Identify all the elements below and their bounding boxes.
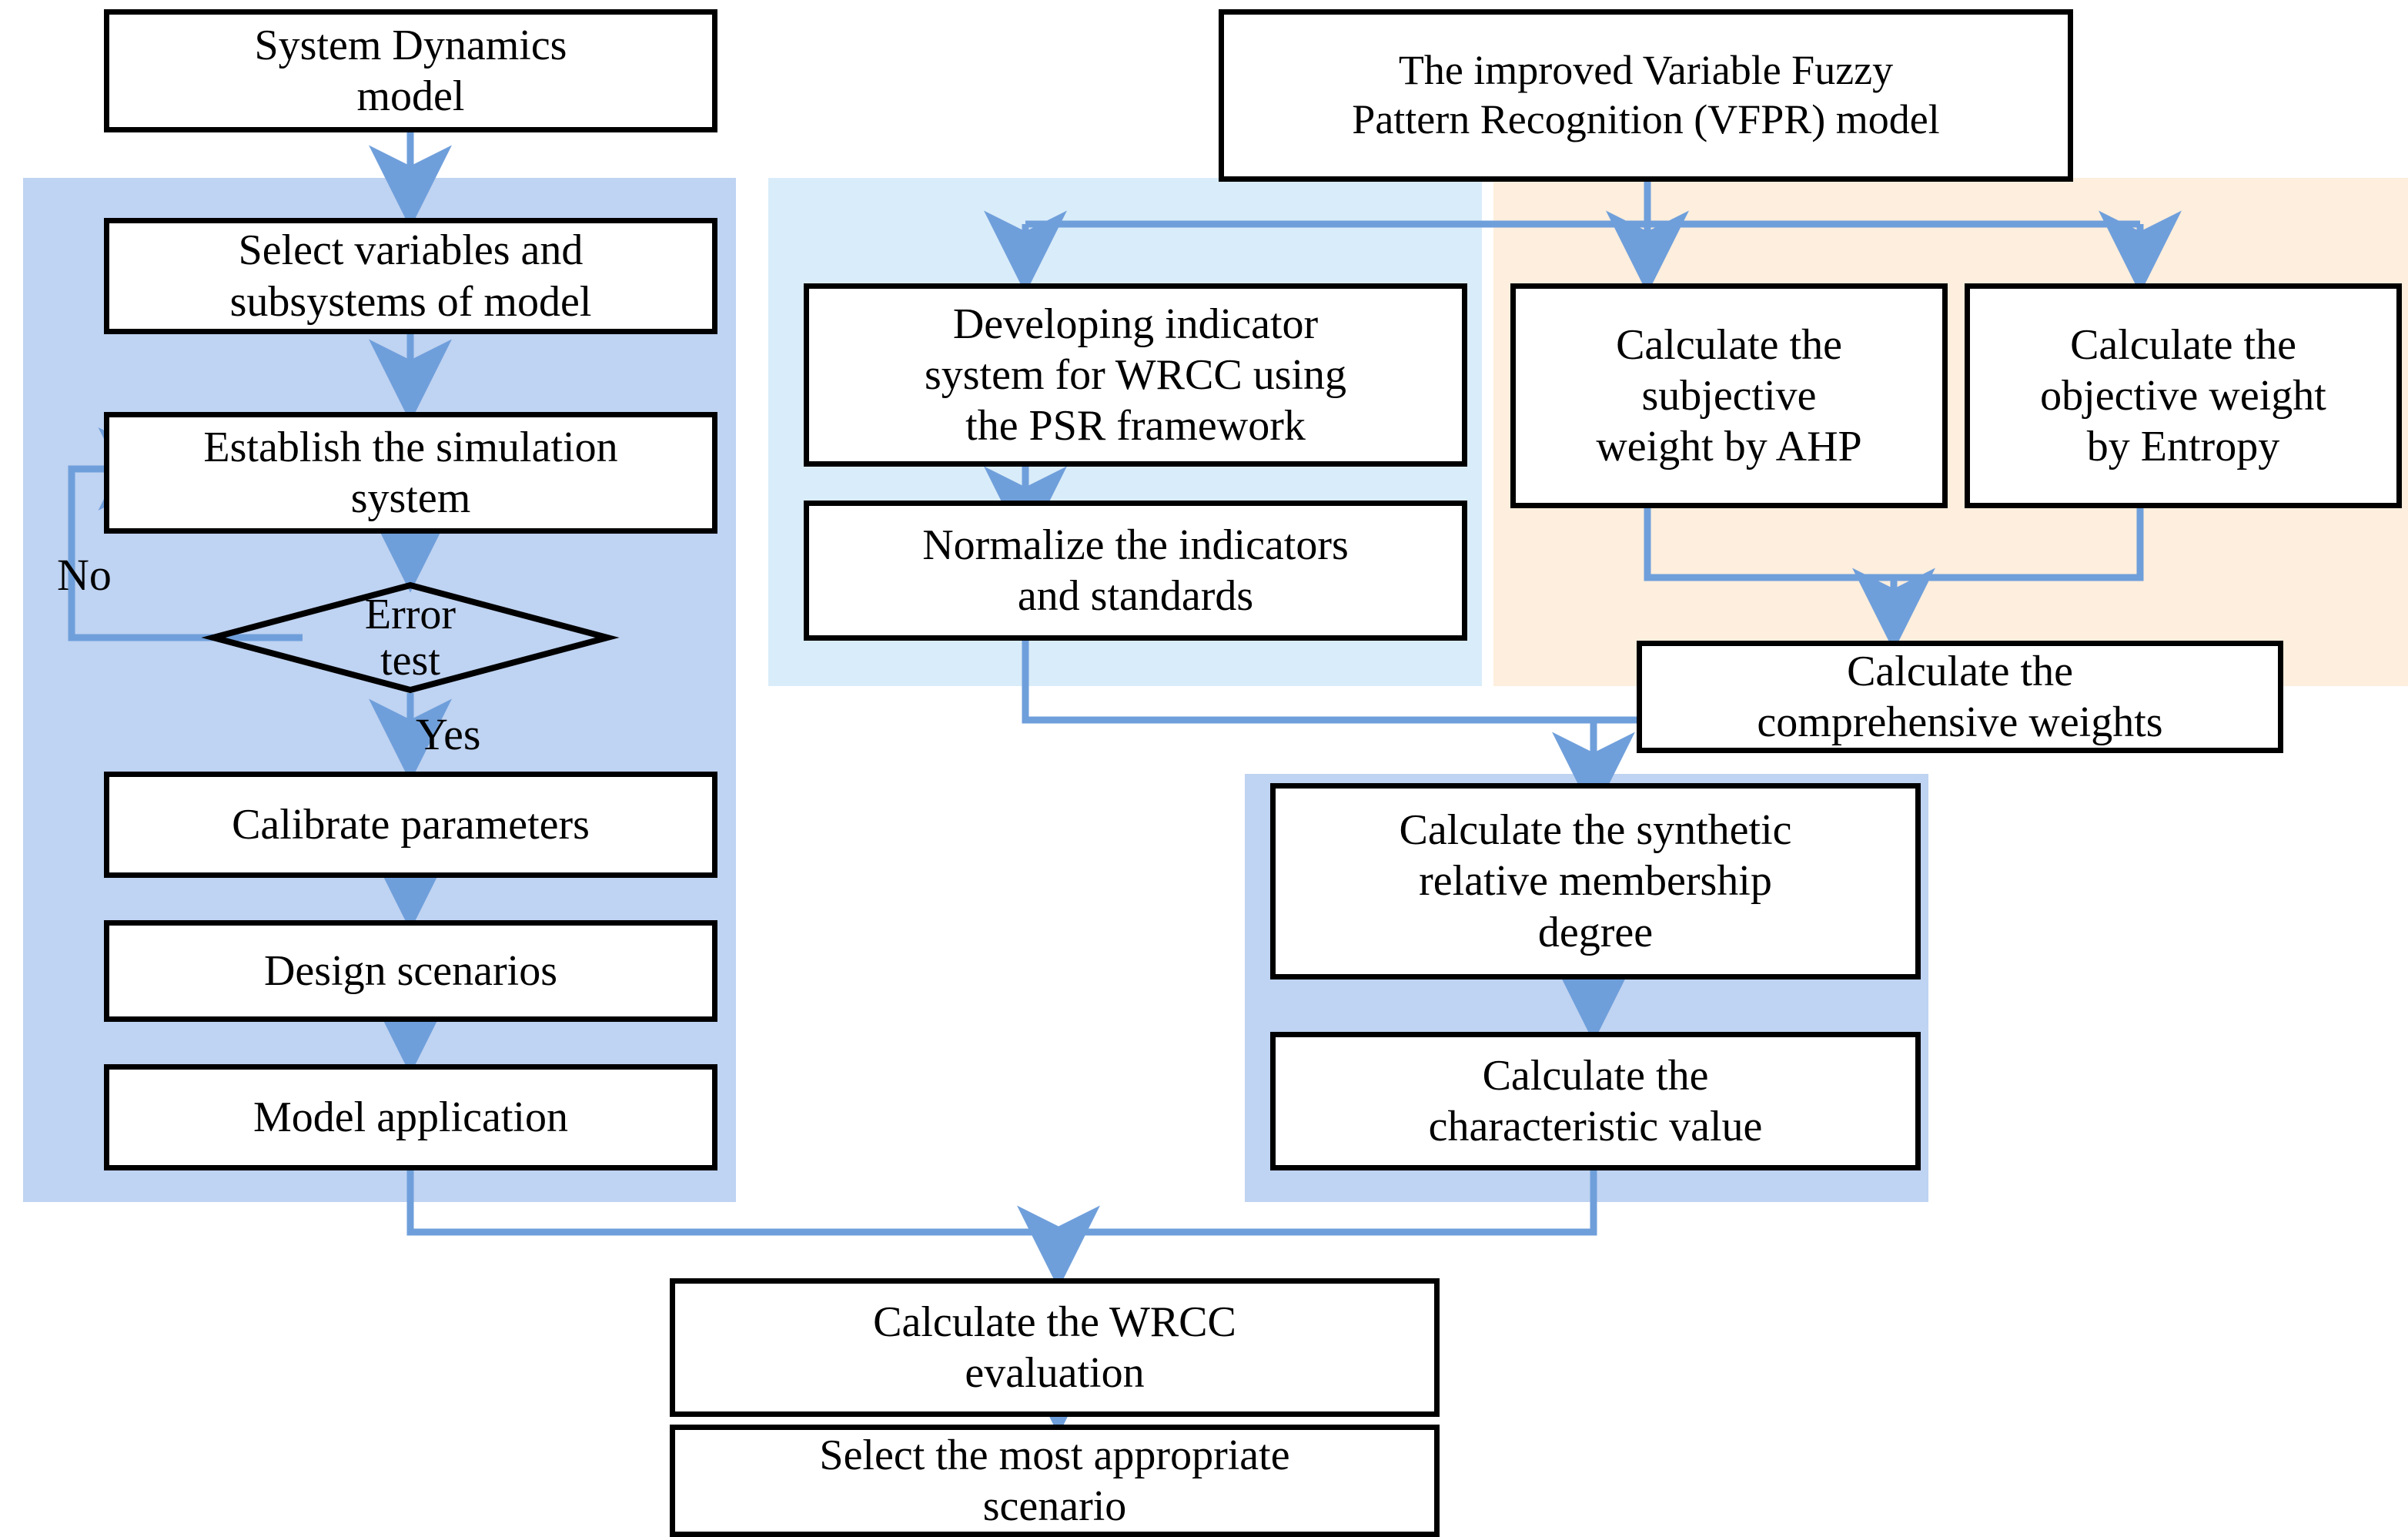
- node-calculate-wrcc-evaluation[interactable]: Calculate the WRCC evaluation: [670, 1278, 1440, 1417]
- node-characteristic-value[interactable]: Calculate the characteristic value: [1270, 1032, 1921, 1170]
- node-select-most-appropriate-scenario[interactable]: Select the most appropriate scenario: [670, 1425, 1440, 1537]
- node-synthetic-relative-membership-degree[interactable]: Calculate the synthetic relative members…: [1270, 783, 1921, 979]
- branch-label-yes: Yes: [416, 709, 481, 759]
- branch-label-no: No: [57, 550, 112, 600]
- edge-bottom-bus: [406, 1170, 1597, 1236]
- node-design-scenarios[interactable]: Design scenarios: [104, 920, 717, 1022]
- node-vfpr-model[interactable]: The improved Variable Fuzzy Pattern Reco…: [1219, 9, 2073, 182]
- node-calculate-comprehensive-weights[interactable]: Calculate the comprehensive weights: [1637, 641, 2283, 753]
- node-calculate-objective-weight[interactable]: Calculate the objective weight by Entrop…: [1965, 283, 2402, 508]
- node-normalize-indicators[interactable]: Normalize the indicators and standards: [804, 501, 1467, 641]
- node-calculate-subjective-weight[interactable]: Calculate the subjective weight by AHP: [1510, 283, 1948, 508]
- node-establish-simulation-system[interactable]: Establish the simulation system: [104, 412, 717, 534]
- node-calibrate-parameters[interactable]: Calibrate parameters: [104, 772, 717, 878]
- node-model-application[interactable]: Model application: [104, 1064, 717, 1170]
- node-developing-indicator-system[interactable]: Developing indicator system for WRCC usi…: [804, 283, 1467, 467]
- node-error-test-decision[interactable]: Error test: [201, 581, 620, 694]
- node-select-variables[interactable]: Select variables and subsystems of model: [104, 218, 717, 334]
- diamond-shape: [201, 581, 620, 694]
- node-system-dynamics-model[interactable]: System Dynamics model: [104, 9, 717, 132]
- edge-weights-merge: [1644, 508, 2144, 581]
- edge-normalize-to-junction: [1022, 641, 1594, 724]
